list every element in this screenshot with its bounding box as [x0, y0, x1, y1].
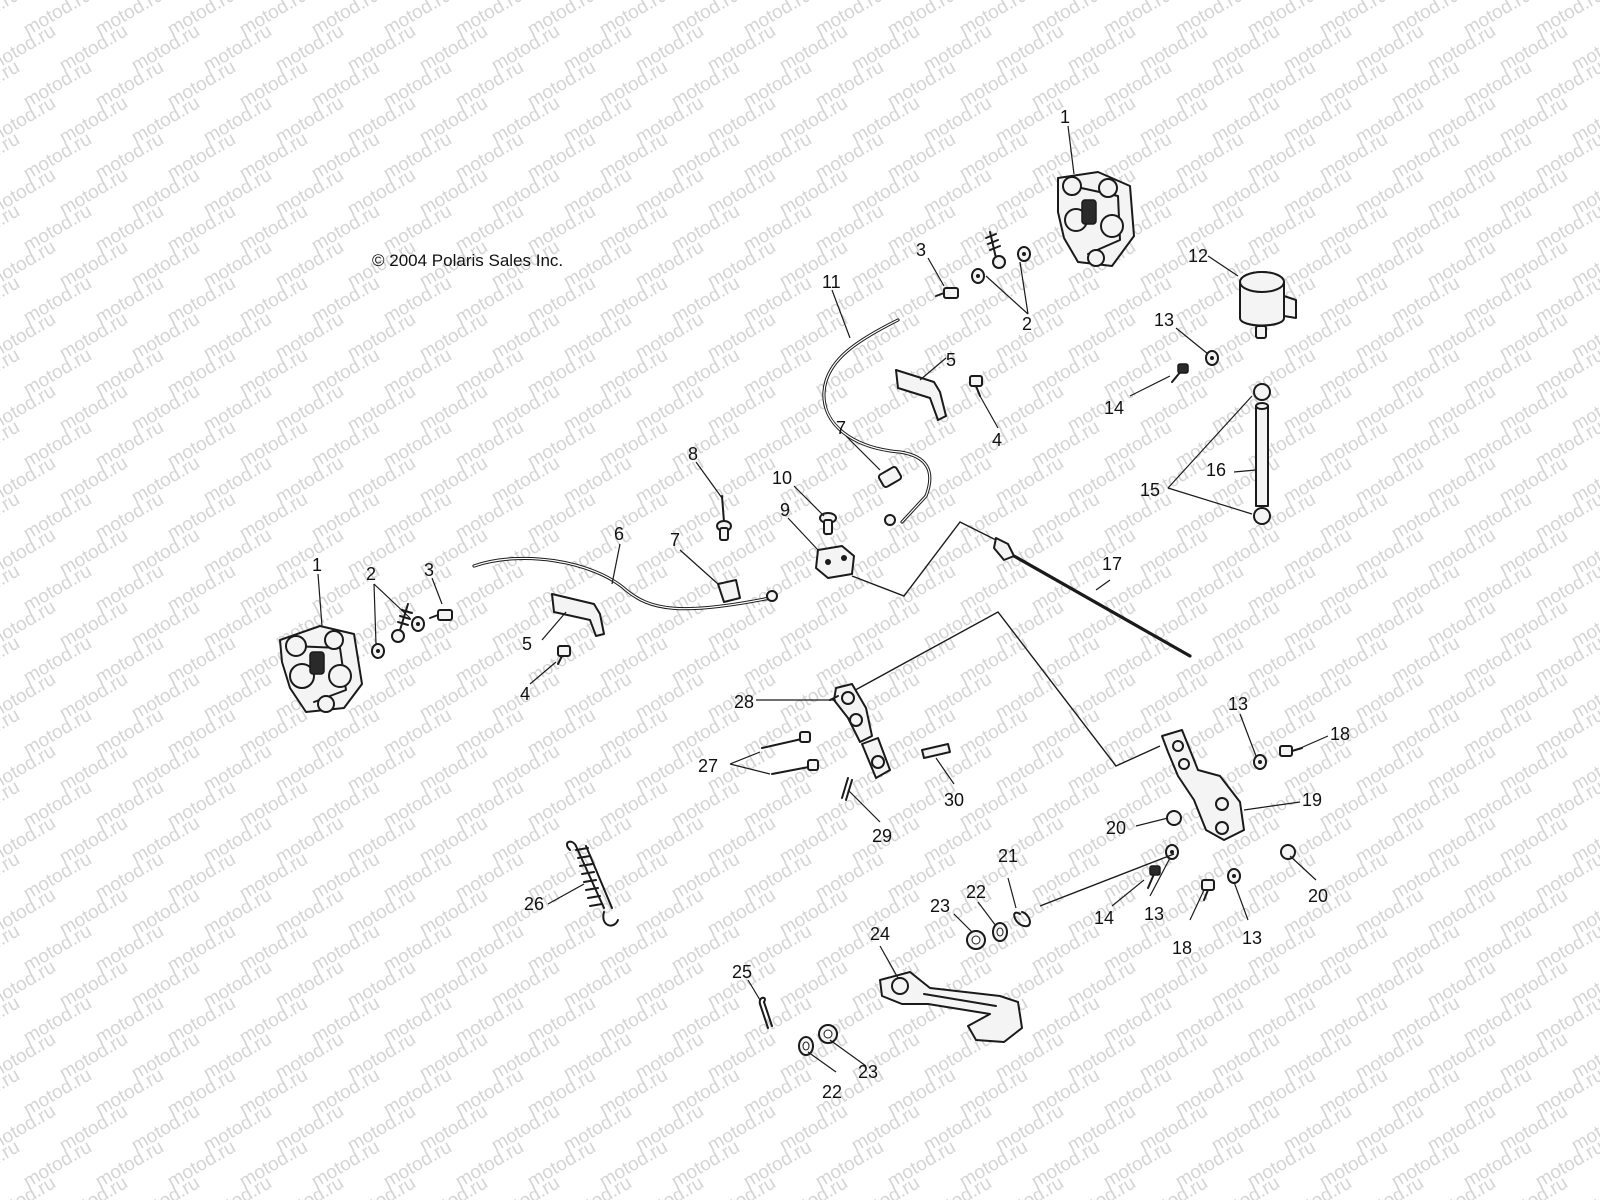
watermark-text: motod.ru — [0, 849, 23, 905]
bushing-23-top — [966, 930, 986, 950]
watermark-text: motod.ru — [0, 0, 23, 40]
watermark-text: motod.ru — [0, 273, 23, 329]
callout-5-left: 5 — [522, 634, 532, 654]
callout-22-low: 22 — [822, 1082, 842, 1102]
callout-11: 11 — [822, 272, 841, 292]
watermark-text: motod.ru — [0, 489, 23, 545]
washer-22-low — [798, 1036, 814, 1056]
watermark-text: motod.ru — [0, 201, 23, 257]
watermark-text: motod.ru — [0, 417, 23, 473]
watermark-text: motod.ru — [0, 1065, 23, 1121]
callout-25: 25 — [732, 962, 752, 982]
hose-clip-7-left — [717, 579, 741, 603]
callout-23-top: 23 — [930, 896, 950, 916]
copyright-notice: © 2004 Polaris Sales Inc. — [372, 251, 563, 270]
callout-2-left: 2 — [366, 564, 376, 584]
callout-16: 16 — [1206, 460, 1226, 480]
callout-22-top: 22 — [966, 882, 986, 902]
callout-24: 24 — [870, 924, 890, 944]
callout-13-low-left: 13 — [1144, 904, 1164, 924]
washer-13-low-right — [1227, 868, 1241, 884]
watermark-text: motod.ru — [0, 345, 23, 401]
watermark-text: motod.ru — [0, 1137, 23, 1193]
callout-29: 29 — [872, 826, 892, 846]
bushing-23-low — [818, 1024, 838, 1044]
watermark-text: motod.ru — [0, 633, 23, 689]
callout-13-top: 13 — [1154, 310, 1174, 330]
callout-6: 6 — [614, 524, 624, 544]
callout-14-top: 14 — [1104, 398, 1124, 418]
callout-2-top: 2 — [1022, 314, 1032, 334]
callout-18-low: 18 — [1172, 938, 1192, 958]
callout-17: 17 — [1102, 554, 1122, 574]
callout-9: 9 — [780, 500, 790, 520]
watermark-text: motod.ru — [0, 561, 23, 617]
callout-4-top: 4 — [992, 430, 1002, 450]
callout-23-low: 23 — [858, 1062, 878, 1082]
callout-7-top: 7 — [836, 418, 846, 438]
watermark-text: motod.ru — [0, 777, 23, 833]
callout-5-top: 5 — [946, 350, 956, 370]
watermark-text: motod.ru — [0, 57, 23, 113]
callout-18-top: 18 — [1330, 724, 1350, 744]
bolt-18-top — [1279, 745, 1303, 757]
callout-8: 8 — [688, 444, 698, 464]
callout-14-low: 14 — [1094, 908, 1114, 928]
watermark-text: motod.ru — [0, 705, 23, 761]
brake-caliper-right — [1057, 171, 1135, 267]
callout-13-low-right: 13 — [1242, 928, 1262, 948]
callout-26: 26 — [524, 894, 544, 914]
callout-28: 28 — [734, 692, 754, 712]
callout-10: 10 — [772, 468, 792, 488]
bolt-3-left — [429, 609, 453, 621]
callout-1-left: 1 — [312, 555, 322, 575]
clamps-15-hose-16 — [1253, 383, 1271, 525]
callout-21: 21 — [998, 846, 1018, 866]
washer-13-mid — [1253, 754, 1267, 770]
callout-27: 27 — [698, 756, 718, 776]
callout-30: 30 — [944, 790, 964, 810]
watermark-text: motod.ru — [0, 921, 23, 977]
watermark-text: motod.ru — [1568, 1173, 1600, 1200]
callout-15: 15 — [1140, 480, 1160, 500]
nut-20-right — [1280, 844, 1296, 860]
callout-3-left: 3 — [424, 560, 434, 580]
callout-4-left: 4 — [520, 684, 530, 704]
callout-3-top: 3 — [916, 240, 926, 260]
callout-20-left: 20 — [1106, 818, 1126, 838]
callout-20-right: 20 — [1308, 886, 1328, 906]
clevis-pin-30 — [921, 743, 951, 759]
callout-1-top: 1 — [1060, 107, 1070, 127]
callout-12: 12 — [1188, 246, 1208, 266]
callout-19: 19 — [1302, 790, 1322, 810]
watermark-text: motod.ru — [0, 993, 23, 1049]
nut-20-left — [1166, 810, 1182, 826]
junction-block-9 — [815, 545, 855, 579]
callout-7-left: 7 — [670, 530, 680, 550]
watermark-text: motod.ru — [0, 129, 23, 185]
callout-13-mid: 13 — [1228, 694, 1248, 714]
